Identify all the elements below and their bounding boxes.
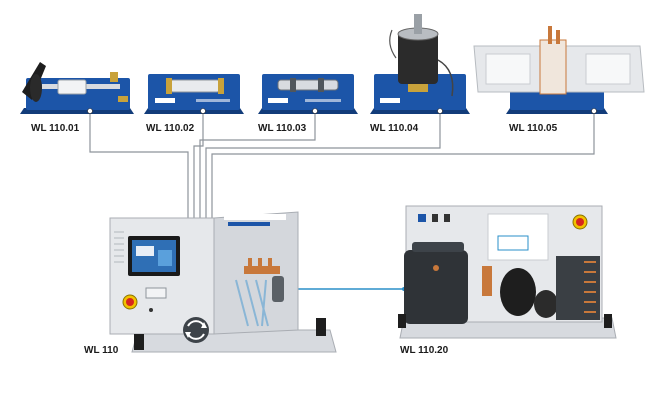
label-wl110-20: WL 110.20 — [400, 345, 449, 356]
vent-slots — [114, 231, 124, 263]
label-wl110-02: WL 110.02 — [146, 123, 195, 134]
compressor — [500, 268, 536, 316]
label-wl110-01: WL 110.01 — [31, 123, 80, 134]
valve-manifold — [235, 258, 284, 327]
label-wl110-05: WL 110.05 — [509, 123, 558, 134]
module-wl110-05 — [473, 26, 645, 114]
water-tank — [404, 250, 468, 324]
label-wl110-04: WL 110.04 — [370, 123, 419, 134]
base-unit-wl110 — [109, 211, 337, 353]
module-wl110-03 — [258, 74, 358, 114]
module-wl110-04 — [370, 14, 470, 114]
module-wl110-01 — [20, 62, 134, 114]
label-wl110-03: WL 110.03 — [258, 123, 307, 134]
module-wl110-02 — [144, 74, 244, 114]
cooling-unit-wl110-20 — [398, 205, 617, 339]
label-wl110: WL 110 — [84, 345, 119, 356]
condenser — [556, 256, 600, 320]
